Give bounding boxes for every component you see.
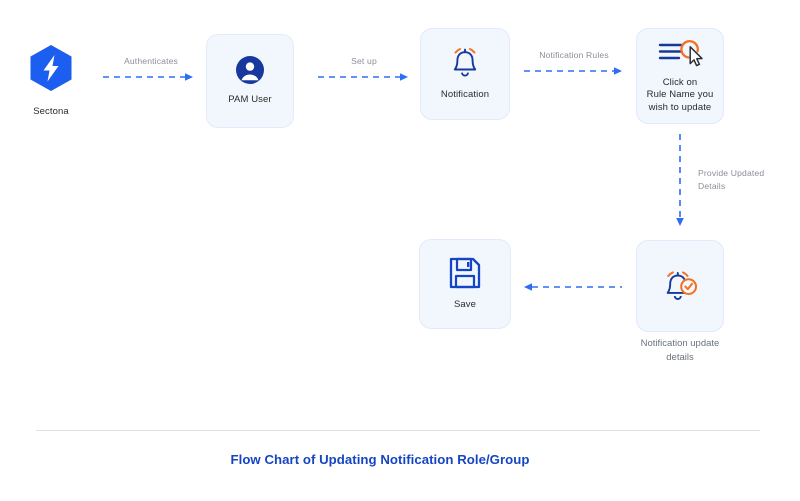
node-sectona-label: Sectona: [33, 106, 69, 117]
node-notification-label: Notification: [440, 89, 490, 101]
sectona-hexagon-bolt-logo: [29, 44, 73, 97]
connector-label-setup: Set up: [351, 56, 377, 66]
connector-rule-name-to-update-details: [673, 134, 687, 228]
connector-notification-to-rule-name: [524, 64, 624, 76]
node-sectona: Sectona: [27, 44, 75, 117]
user-avatar-icon: [235, 55, 265, 85]
node-rule-name[interactable]: Click on Rule Name you wish to update: [636, 28, 724, 124]
node-pam-user-label: PAM User: [228, 94, 272, 106]
connector-label-notification-rules: Notification Rules: [539, 50, 609, 60]
node-notification-update-details-label: Notification update details: [640, 338, 720, 363]
node-notification[interactable]: Notification: [420, 28, 510, 120]
bell-check-icon: [660, 268, 700, 304]
bell-ringing-icon: [447, 46, 483, 80]
footer-divider: [36, 430, 760, 431]
node-notification-update-details[interactable]: [636, 240, 724, 332]
connector-label-provide-updated-details: Provide Updated Details: [698, 168, 765, 191]
list-cursor-click-icon: [657, 38, 703, 68]
node-save[interactable]: Save: [419, 239, 511, 329]
node-pam-user[interactable]: PAM User: [206, 34, 294, 128]
floppy-disk-save-icon: [448, 256, 482, 290]
node-save-label: Save: [453, 299, 477, 311]
page-title: Flow Chart of Updating Notification Role…: [230, 452, 530, 467]
connector-pam-user-to-notification: [318, 70, 410, 82]
connector-update-details-to-save: [522, 280, 622, 292]
node-rule-name-label: Click on Rule Name you wish to update: [646, 77, 714, 113]
connector-sectona-to-pam-user: [103, 70, 195, 82]
connector-label-authenticates: Authenticates: [123, 56, 179, 66]
